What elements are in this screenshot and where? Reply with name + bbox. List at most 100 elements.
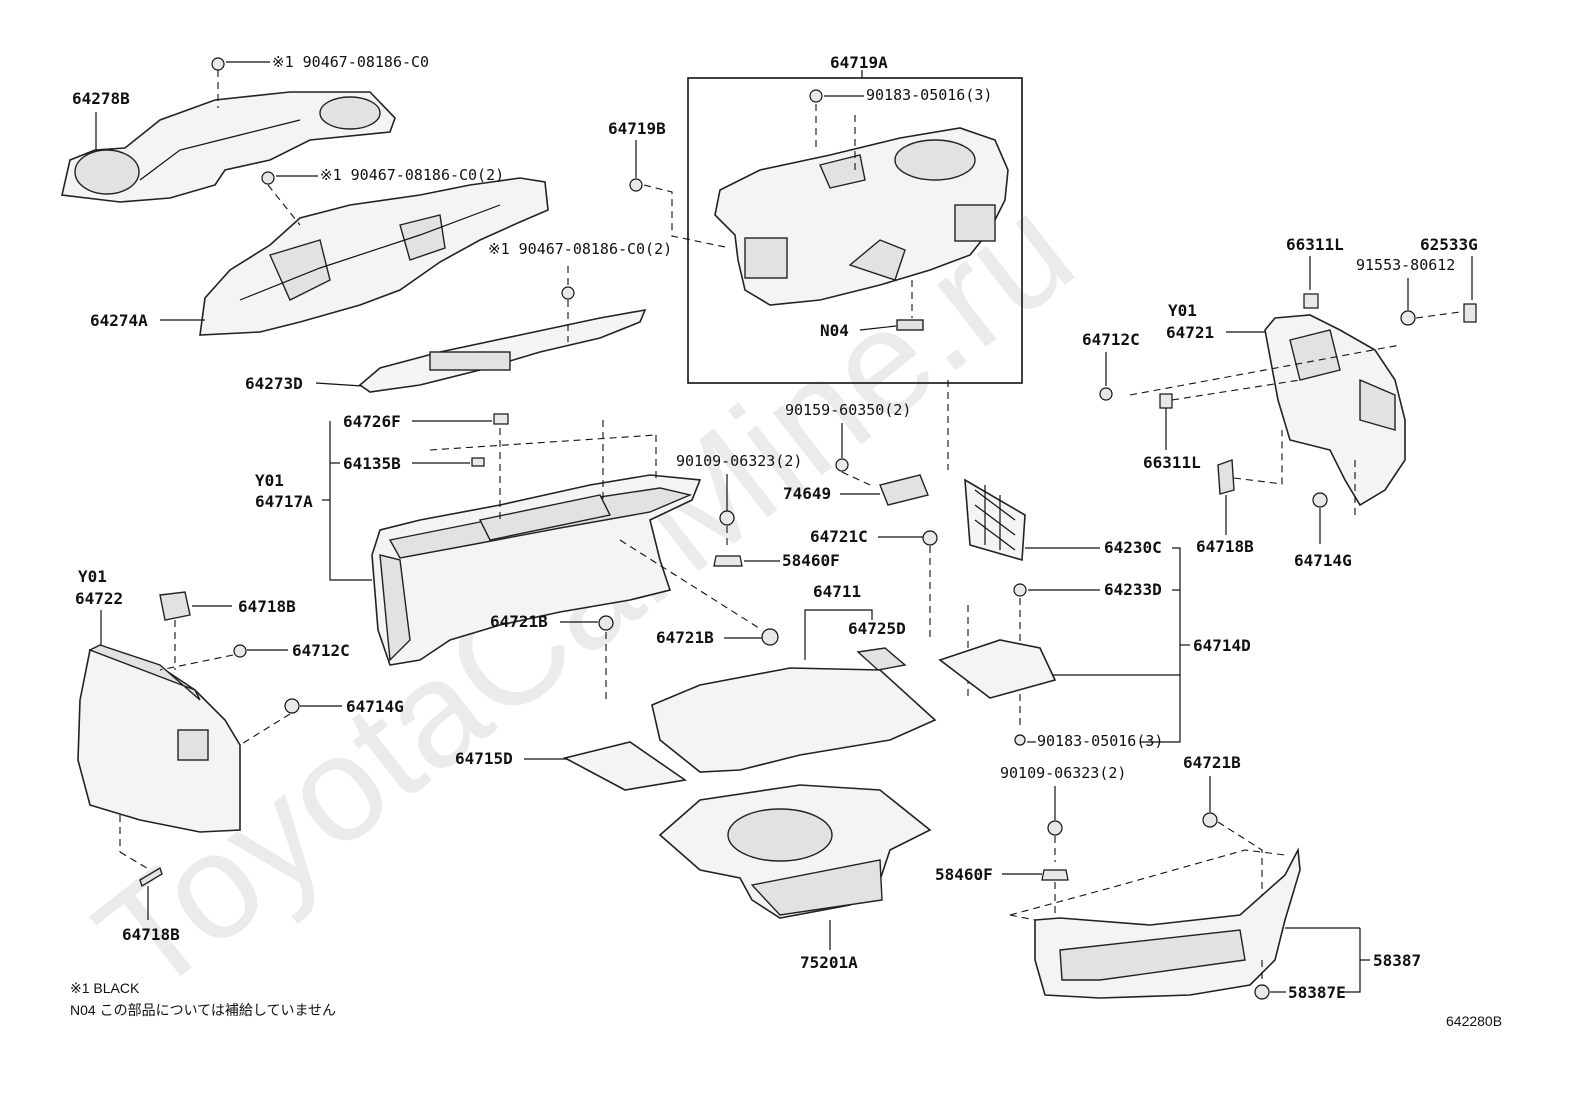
label-clip-90467-b: ※1 90467-08186-C0(2) bbox=[320, 166, 504, 184]
clip-icon bbox=[261, 171, 275, 185]
label-58460F-b: 58460F bbox=[935, 865, 993, 884]
label-58387: 58387 bbox=[1373, 951, 1421, 970]
part-N04-shape bbox=[896, 319, 924, 331]
part-64711-shape bbox=[651, 667, 937, 773]
part-64721-shape bbox=[1264, 314, 1406, 507]
label-90159-60350: 90159-60350(2) bbox=[785, 401, 911, 419]
label-64721: 64721 bbox=[1166, 323, 1214, 342]
part-64714D-shape bbox=[938, 639, 1057, 699]
part-64715D-shape bbox=[562, 741, 688, 791]
part-64274A-shape bbox=[199, 177, 549, 336]
clip-icon bbox=[1159, 393, 1173, 409]
label-58460F-a: 58460F bbox=[782, 551, 840, 570]
label-64711: 64711 bbox=[813, 582, 861, 601]
clip-icon bbox=[1047, 820, 1063, 836]
part-64722-shape bbox=[77, 644, 241, 833]
part-64725D-shape bbox=[856, 647, 907, 671]
label-75201A: 75201A bbox=[800, 953, 858, 972]
clip-icon bbox=[629, 178, 643, 192]
label-N04: N04 bbox=[820, 321, 849, 340]
part-64278B-shape bbox=[61, 91, 396, 203]
label-91553-80612: 91553-80612 bbox=[1356, 256, 1455, 274]
label-64719B: 64719B bbox=[608, 119, 666, 138]
clip-icon bbox=[598, 615, 614, 631]
label-64721B-a: 64721B bbox=[490, 612, 548, 631]
label-64721B-c: 64721B bbox=[1183, 753, 1241, 772]
clip-icon bbox=[1400, 310, 1416, 326]
note-n04-not-supplied: N04 この部品については補給していません bbox=[70, 1002, 336, 1018]
clip-icon bbox=[761, 628, 779, 646]
part-64718B-grommet bbox=[159, 591, 191, 621]
label-64717A: 64717A bbox=[255, 492, 313, 511]
label-64273D: 64273D bbox=[245, 374, 303, 393]
note-black: ※1 BLACK bbox=[70, 980, 140, 996]
label-64278B: 64278B bbox=[72, 89, 130, 108]
label-90183-05016-top: 90183-05016(3) bbox=[866, 86, 992, 104]
part-74649-shape bbox=[879, 474, 929, 506]
clip-icon bbox=[471, 457, 485, 467]
label-64715D: 64715D bbox=[455, 749, 513, 768]
clip-icon bbox=[561, 286, 575, 300]
label-90183-05016-b: 90183-05016(3) bbox=[1037, 732, 1163, 750]
label-64718B-b: 64718B bbox=[122, 925, 180, 944]
label-64233D: 64233D bbox=[1104, 580, 1162, 599]
clip-icon bbox=[922, 530, 938, 546]
label-64714G-a: 64714G bbox=[346, 697, 404, 716]
label-74649: 74649 bbox=[783, 484, 831, 503]
label-clip-90467-c: ※1 90467-08186-C0(2) bbox=[488, 240, 672, 258]
clip-icon bbox=[719, 510, 735, 526]
label-64230C: 64230C bbox=[1104, 538, 1162, 557]
part-64718B-strip bbox=[139, 866, 163, 888]
clip-icon bbox=[1254, 984, 1270, 1000]
part-75201A-shape bbox=[658, 784, 932, 919]
label-64721C: 64721C bbox=[810, 527, 868, 546]
label-64718B-a: 64718B bbox=[238, 597, 296, 616]
label-64721B-b: 64721B bbox=[656, 628, 714, 647]
clip-icon bbox=[1099, 387, 1113, 401]
clip-icon bbox=[809, 89, 823, 103]
label-66311L-a: 66311L bbox=[1286, 235, 1344, 254]
part-64719A-shape bbox=[714, 127, 1009, 306]
label-58387E: 58387E bbox=[1288, 983, 1346, 1002]
part-64718B-right bbox=[1217, 459, 1235, 495]
label-64719A: 64719A bbox=[830, 53, 888, 72]
label-64712C-a: 64712C bbox=[292, 641, 350, 660]
clip-icon bbox=[1463, 303, 1477, 323]
label-64714D: 64714D bbox=[1193, 636, 1251, 655]
clip-icon bbox=[493, 413, 509, 425]
clip-icon bbox=[1312, 492, 1328, 508]
label-90109-06323-b: 90109-06323(2) bbox=[1000, 764, 1126, 782]
part-58387-shape bbox=[1009, 847, 1301, 999]
part-64717A-shape bbox=[371, 474, 702, 666]
label-64712C-b: 64712C bbox=[1082, 330, 1140, 349]
clip-icon bbox=[233, 644, 247, 658]
group-box-64719A bbox=[687, 77, 1023, 384]
clip-icon bbox=[1041, 869, 1069, 881]
label-64714G-b: 64714G bbox=[1294, 551, 1352, 570]
clip-icon bbox=[1303, 293, 1319, 309]
part-64273D-shape bbox=[358, 308, 647, 393]
clip-icon bbox=[1014, 734, 1026, 746]
label-64274A: 64274A bbox=[90, 311, 148, 330]
clip-icon bbox=[1013, 583, 1027, 597]
clip-icon bbox=[1202, 812, 1218, 828]
diagram-code: 642280B bbox=[1446, 1013, 1502, 1029]
label-64725D: 64725D bbox=[848, 619, 906, 638]
clip-icon bbox=[713, 555, 743, 567]
label-90109-06323-a: 90109-06323(2) bbox=[676, 452, 802, 470]
label-Y01-b: Y01 bbox=[78, 567, 107, 586]
clip-icon bbox=[211, 57, 225, 71]
clip-icon bbox=[835, 458, 849, 472]
label-64718B-c: 64718B bbox=[1196, 537, 1254, 556]
label-64135B: 64135B bbox=[343, 454, 401, 473]
label-clip-90467-a: ※1 90467-08186-C0 bbox=[272, 53, 429, 71]
label-62533G: 62533G bbox=[1420, 235, 1478, 254]
label-64722: 64722 bbox=[75, 589, 123, 608]
label-64726F: 64726F bbox=[343, 412, 401, 431]
label-Y01-c: Y01 bbox=[1168, 301, 1197, 320]
label-Y01-a: Y01 bbox=[255, 471, 284, 490]
label-66311L-b: 66311L bbox=[1143, 453, 1201, 472]
clip-icon bbox=[284, 698, 300, 714]
